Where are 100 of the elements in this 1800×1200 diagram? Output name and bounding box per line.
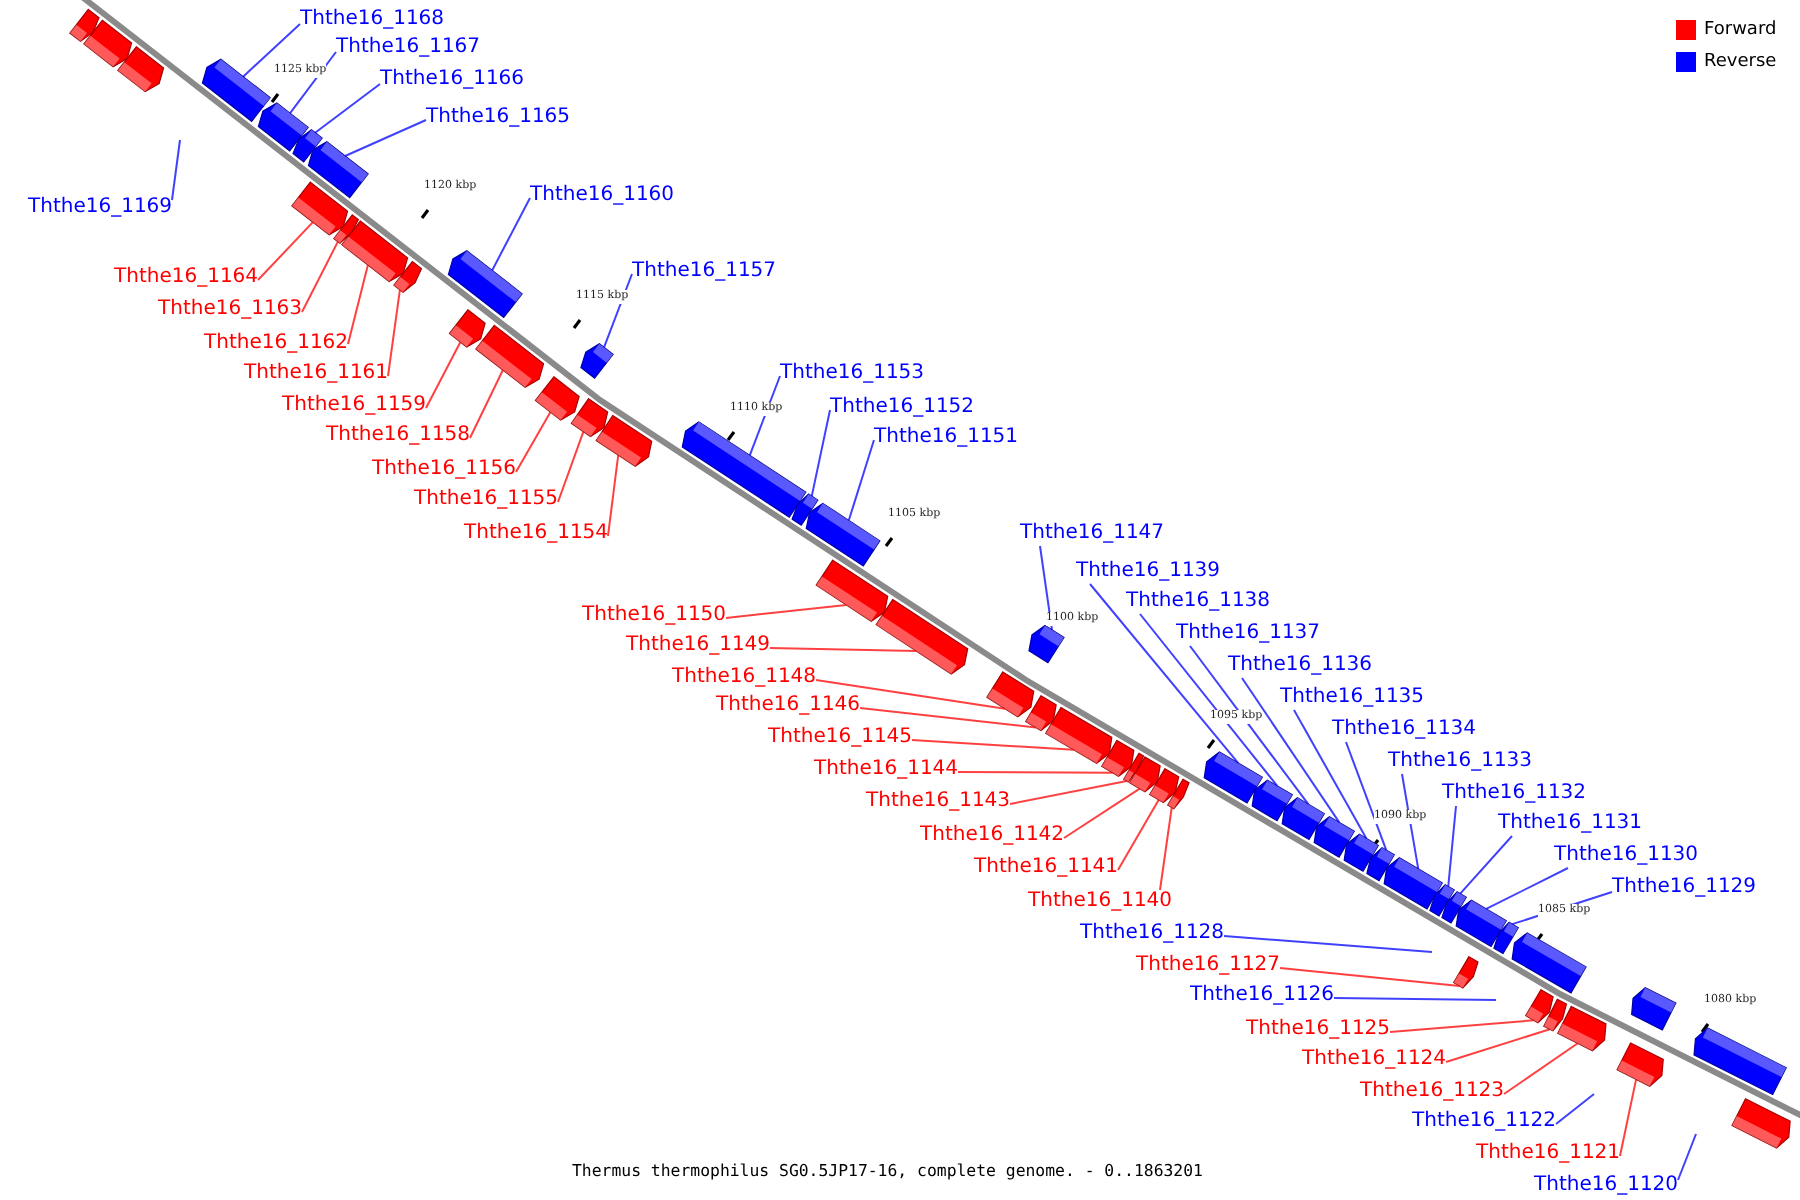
gene-block [1203,751,1264,804]
leader-line [1279,967,1461,988]
gene-block [292,129,323,163]
gene-block [448,309,486,348]
gene-label: Ththe16_1157 [632,260,777,284]
gene-label: Ththe16_1161 [244,362,389,386]
gene-block [1366,846,1396,882]
gene-block [1024,694,1057,732]
gene-label: Ththe16_1130 [1554,844,1699,868]
leader-line [810,409,831,498]
gene-block [815,559,889,623]
leader-line [491,197,531,272]
gene-block [875,598,969,675]
gene-label: Ththe16_1159 [282,394,427,418]
gene-label: Ththe16_1131 [1498,812,1643,836]
gene-label: Ththe16_1167 [336,36,481,60]
leader-line [1345,741,1388,852]
leader-line [1389,1019,1535,1033]
leader-line [1677,1133,1697,1181]
gene-block [475,324,545,389]
gene-label: Ththe16_1146 [716,694,861,718]
leader-line [815,679,1006,710]
gene-block [257,102,309,152]
gene-label: Ththe16_1155 [414,488,559,512]
gene-label: Ththe16_1122 [1412,1110,1557,1134]
leader-line [1619,1078,1638,1157]
gene-label: Ththe16_1156 [372,458,517,482]
leader-line [957,771,1114,774]
gene-label: Ththe16_1124 [1302,1048,1447,1072]
gene-block [1693,1027,1787,1096]
gene-label: Ththe16_1135 [1280,686,1425,710]
gene-block [1044,706,1113,764]
gene-label: Ththe16_1162 [204,332,349,356]
leader-line [1241,677,1341,824]
gene-block [307,141,369,199]
leader-line [607,454,620,537]
gene-block [291,181,349,236]
gene-block [1511,932,1587,994]
leader-line [314,83,381,134]
gene-label: Ththe16_1160 [530,184,675,208]
gene-label: Ththe16_1145 [768,726,913,750]
gene-label: Ththe16_1164 [114,266,259,290]
gene-block [805,502,881,567]
leader-line [1445,1028,1551,1063]
gene-block [69,8,100,43]
gene-label: Ththe16_1150 [582,604,727,628]
leader-line [469,369,504,439]
leader-line [1447,805,1457,888]
leader-line [515,411,552,473]
gene-block [791,493,819,526]
gene-block [1251,779,1294,822]
leader-line [1159,806,1173,891]
gene-block [1148,767,1180,804]
gene-label: Ththe16_1133 [1388,750,1533,774]
gene-label: Ththe16_1132 [1442,782,1587,806]
gene-label: Ththe16_1126 [1190,984,1335,1008]
leader-line [1117,798,1160,871]
gene-block [201,58,271,123]
gene-block [1028,624,1065,664]
gene-block [1122,752,1145,783]
legend-label: Forward [1704,20,1777,40]
gene-block [1493,921,1520,955]
gene-label: Ththe16_1136 [1228,654,1373,678]
leader-line [557,430,585,503]
leader-line [344,119,427,158]
gene-label: Ththe16_1154 [464,522,609,546]
gene-label: Ththe16_1153 [780,362,925,386]
gene-label: Ththe16_1120 [1534,1174,1679,1198]
gene-block [1313,815,1356,858]
gene-block [986,671,1035,718]
gene-label: Ththe16_1121 [1476,1142,1621,1166]
gene-block [1452,955,1479,989]
gene-block [333,214,360,245]
leader-line [748,375,781,457]
gene-block [393,260,423,294]
gene-label: Ththe16_1141 [974,856,1119,880]
gene-label: Ththe16_1151 [874,426,1019,450]
gene-label: Ththe16_1147 [1020,522,1165,546]
gene-block [1128,756,1161,793]
gene-block [1731,1097,1791,1149]
gene-block [580,343,614,379]
gene-block [1100,739,1135,777]
leader-line [171,139,181,201]
gene-label: Ththe16_1166 [380,68,525,92]
gene-block [83,19,133,68]
gene-label: Ththe16_1169 [28,196,173,220]
leader-line [1555,1093,1595,1125]
gene-label: Ththe16_1140 [1028,890,1173,914]
gene-block [534,375,580,421]
gene-block [681,421,807,519]
gene-block [1166,778,1190,810]
gene-block [570,397,609,438]
gene-label: Ththe16_1144 [814,758,959,782]
leader-line [1009,780,1128,805]
gene-label: Ththe16_1123 [1360,1080,1505,1104]
leader-line [1189,645,1310,806]
gene-label: Ththe16_1158 [326,424,471,448]
gene-label: Ththe16_1149 [626,634,771,658]
leader-line [1039,545,1053,631]
gene-label: Ththe16_1127 [1136,954,1281,978]
